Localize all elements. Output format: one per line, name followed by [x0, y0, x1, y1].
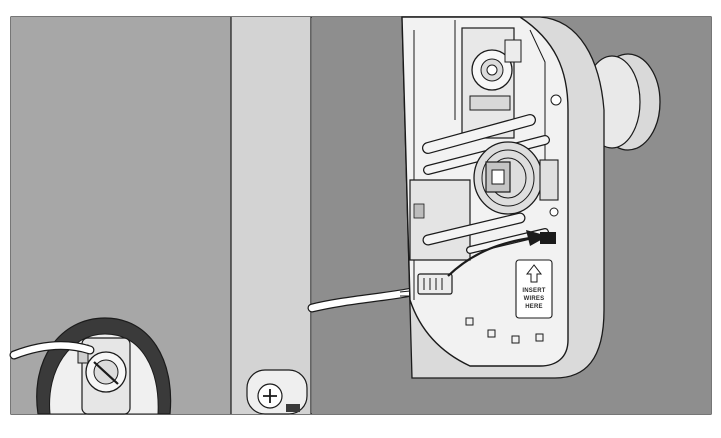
insert-wires-label: INSERT WIRES HERE: [515, 259, 553, 319]
label-line-3: HERE: [525, 304, 542, 310]
insertion-arrow: [447, 230, 548, 277]
up-arrow-icon: [525, 264, 543, 283]
edge-plate-screw: [246, 369, 308, 415]
label-line-1: INSERT: [522, 288, 545, 294]
label-line-2: WIRES: [524, 296, 545, 302]
cam-assembly: [461, 27, 522, 139]
spindle-assembly: [77, 337, 131, 415]
mounting-holes: [465, 317, 544, 344]
lock-cable: [9, 287, 421, 360]
clutch-spring: [473, 141, 543, 215]
door-edge: [231, 17, 311, 414]
side-screws: [549, 94, 562, 217]
